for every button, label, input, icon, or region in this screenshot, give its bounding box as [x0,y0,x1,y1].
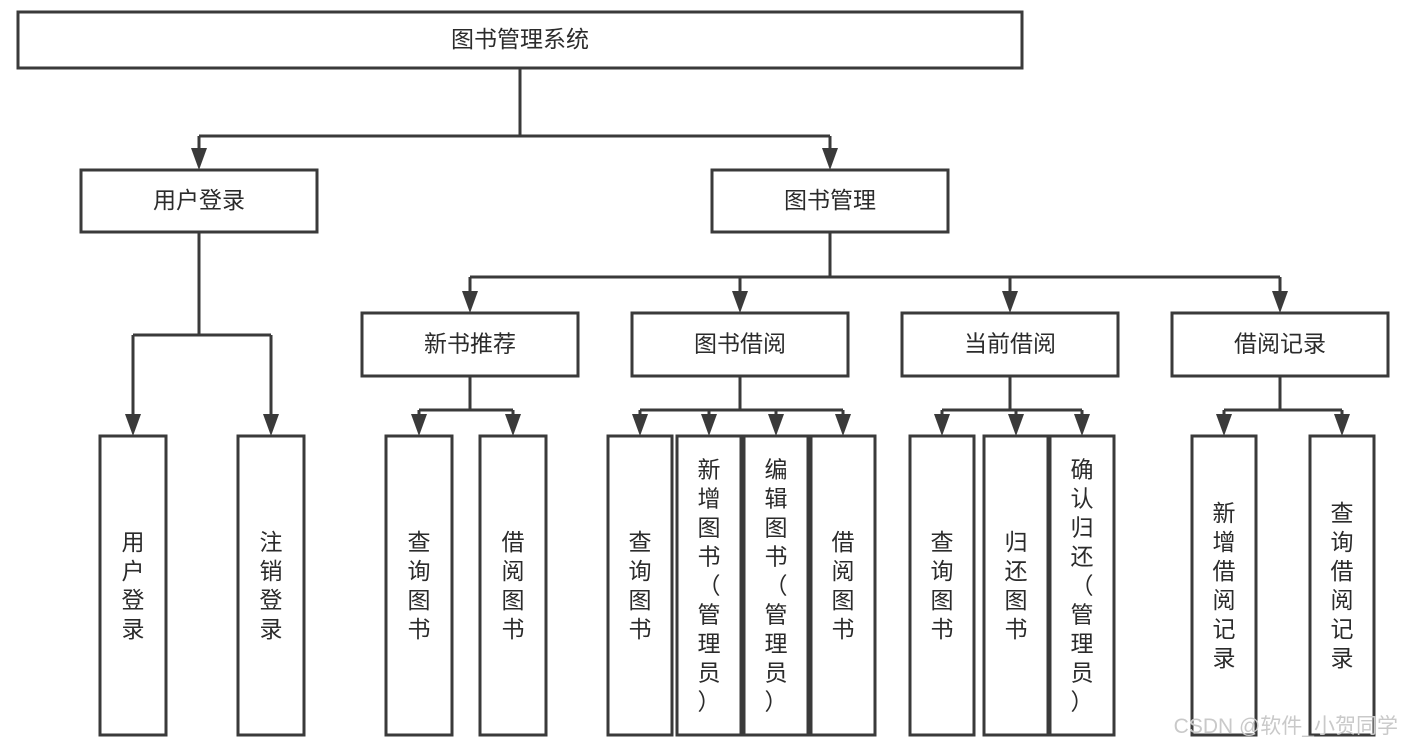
node-label-new-book-recommend: 新书推荐 [424,331,516,357]
leaf-leaf-edit-book[interactable]: 编辑图书（管理员） [742,434,810,737]
node-label-leaf-confirm-return: 确认归还（管理员） [1071,457,1094,715]
node-user-login[interactable]: 用户登录 [79,168,319,234]
arrow-to-leaf-user-logout [263,414,279,436]
node-label-leaf-edit-book: 编辑图书（管理员） [765,457,788,715]
arrow-to-leaf-return-book [1008,414,1024,436]
node-label-leaf-query-book-current: 查询图书 [931,529,954,642]
node-label-leaf-query-borrow-record: 查询借阅记录 [1331,500,1354,671]
connectors-layer [125,68,1350,436]
node-box-current-borrow[interactable] [900,311,1120,378]
node-label-leaf-borrow-book-rec: 借阅图书 [502,529,525,642]
leaf-leaf-query-book-borrow[interactable]: 查询图书 [606,434,674,737]
node-box-leaf-borrow-book-rec[interactable] [478,434,548,737]
node-label-leaf-user-login: 用户登录 [122,529,145,642]
leaf-leaf-add-borrow-record[interactable]: 新增借阅记录 [1190,434,1258,737]
node-box-book-manage[interactable] [710,168,950,234]
leaf-leaf-query-book-current[interactable]: 查询图书 [908,434,976,737]
boxes-layer: 图书管理系统用户登录图书管理新书推荐图书借阅当前借阅借阅记录用户登录注销登录查询… [16,10,1390,737]
arrow-to-leaf-query-book-borrow [632,414,648,436]
arrow-to-borrow-record [1272,291,1288,313]
arrow-to-book-manage [822,148,838,170]
arrow-to-current-borrow [1002,291,1018,313]
node-box-leaf-query-book-borrow[interactable] [606,434,674,737]
node-label-leaf-add-borrow-record: 新增借阅记录 [1213,500,1236,671]
node-box-new-book-recommend[interactable] [360,311,580,378]
node-new-book-recommend[interactable]: 新书推荐 [360,311,580,378]
node-label-root: 图书管理系统 [451,26,589,52]
arrow-to-leaf-query-borrow-record [1334,414,1350,436]
leaf-leaf-user-login[interactable]: 用户登录 [98,434,168,737]
node-label-user-login: 用户登录 [153,187,245,213]
node-current-borrow[interactable]: 当前借阅 [900,311,1120,378]
leaf-leaf-return-book[interactable]: 归还图书 [982,434,1050,737]
node-box-leaf-query-book-current[interactable] [908,434,976,737]
arrow-to-leaf-borrow-book-rec [505,414,521,436]
node-box-borrow-record[interactable] [1170,311,1390,378]
node-label-current-borrow: 当前借阅 [964,331,1056,357]
node-book-borrow[interactable]: 图书借阅 [630,311,850,378]
arrow-to-leaf-borrow-book [835,414,851,436]
leaf-leaf-user-logout[interactable]: 注销登录 [236,434,306,737]
leaf-leaf-borrow-book[interactable]: 借阅图书 [809,434,877,737]
node-root[interactable]: 图书管理系统 [16,10,1024,70]
arrow-to-book-borrow [732,291,748,313]
arrow-to-leaf-add-borrow-record [1216,414,1232,436]
node-label-leaf-add-book: 新增图书（管理员） [698,457,721,715]
arrow-to-leaf-add-book [701,414,717,436]
arrow-to-user-login [191,148,207,170]
node-borrow-record[interactable]: 借阅记录 [1170,311,1390,378]
node-label-leaf-borrow-book: 借阅图书 [832,529,855,642]
node-label-leaf-query-book-rec: 查询图书 [408,529,431,642]
arrow-to-leaf-user-login [125,414,141,436]
node-box-user-login[interactable] [79,168,319,234]
node-box-leaf-query-book-rec[interactable] [384,434,454,737]
csdn-watermark: CSDN @软件_小贺同学 [1174,715,1398,738]
node-book-manage[interactable]: 图书管理 [710,168,950,234]
leaf-leaf-query-book-rec[interactable]: 查询图书 [384,434,454,737]
node-box-leaf-user-login[interactable] [98,434,168,737]
arrow-to-new-book-recommend [462,291,478,313]
node-box-leaf-confirm-return[interactable] [1048,434,1116,737]
node-box-leaf-query-borrow-record[interactable] [1308,434,1376,737]
node-box-leaf-return-book[interactable] [982,434,1050,737]
node-box-leaf-add-borrow-record[interactable] [1190,434,1258,737]
node-box-book-borrow[interactable] [630,311,850,378]
node-label-leaf-user-logout: 注销登录 [260,529,283,642]
leaf-leaf-borrow-book-rec[interactable]: 借阅图书 [478,434,548,737]
node-box-leaf-add-book[interactable] [675,434,743,737]
arrow-to-leaf-edit-book [768,414,784,436]
node-label-leaf-query-book-borrow: 查询图书 [629,529,652,642]
arrow-to-leaf-confirm-return [1074,414,1090,436]
node-label-book-manage: 图书管理 [784,187,876,213]
node-box-leaf-borrow-book[interactable] [809,434,877,737]
leaf-leaf-query-borrow-record[interactable]: 查询借阅记录 [1308,434,1376,737]
arrow-to-leaf-query-book-current [934,414,950,436]
node-label-borrow-record: 借阅记录 [1234,331,1326,357]
node-box-root[interactable] [16,10,1024,70]
leaf-leaf-confirm-return[interactable]: 确认归还（管理员） [1048,434,1116,737]
node-label-leaf-return-book: 归还图书 [1005,529,1028,642]
node-box-leaf-edit-book[interactable] [742,434,810,737]
arrow-to-leaf-query-book-rec [411,414,427,436]
leaf-leaf-add-book[interactable]: 新增图书（管理员） [675,434,743,737]
node-box-leaf-user-logout[interactable] [236,434,306,737]
node-label-book-borrow: 图书借阅 [694,331,786,357]
